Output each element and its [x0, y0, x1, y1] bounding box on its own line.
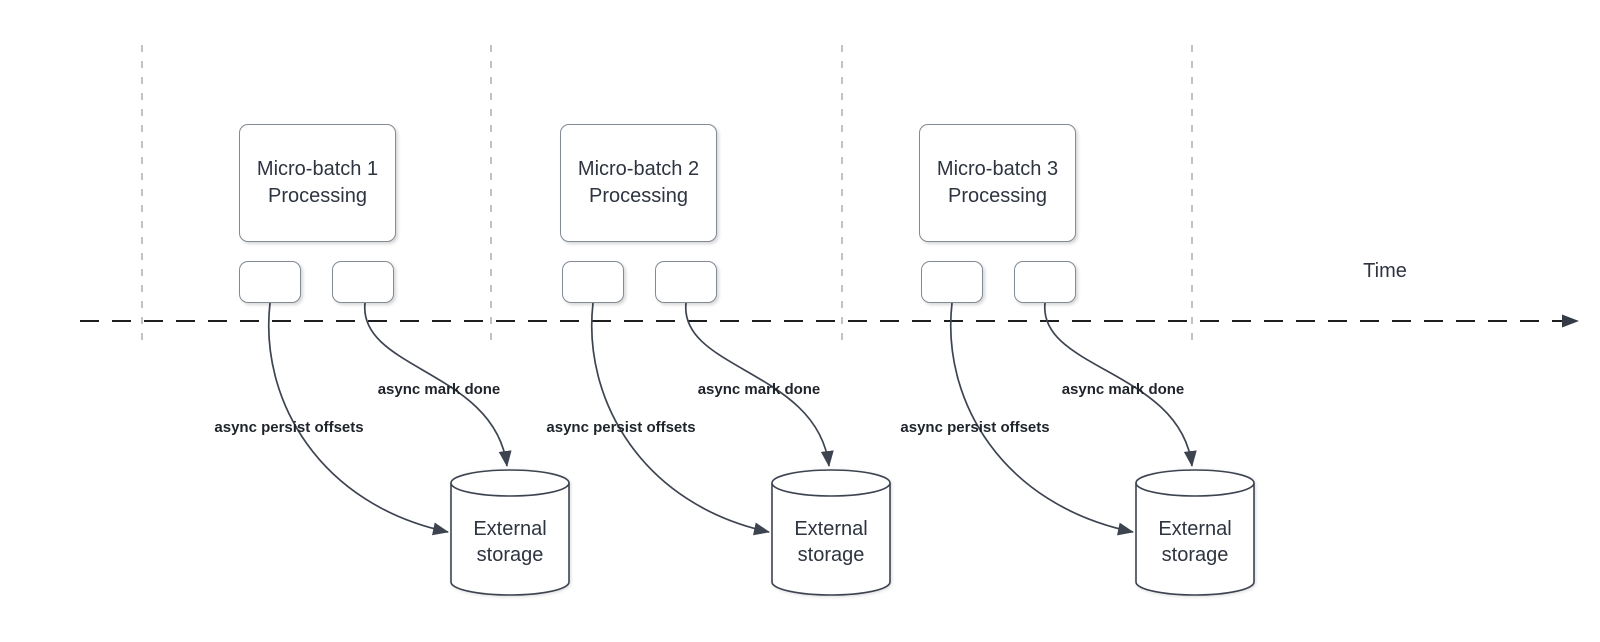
micro-batch-3-processing-box: Micro-batch 3 Processing: [919, 124, 1076, 242]
micro-batch-1-processing-box: Micro-batch 1 Processing: [239, 124, 396, 242]
cylinder-body: [450, 483, 570, 596]
micro-batch-2-done-task-box: [655, 261, 717, 303]
cylinder-top: [450, 469, 570, 497]
async-mark-done-label-2: async mark done: [697, 381, 821, 398]
async-persist-offsets-label-2: async persist offsets: [546, 419, 696, 436]
async-mark-done-label-3: async mark done: [1061, 381, 1185, 398]
processing-box-title-line1: Micro-batch 3: [936, 158, 1059, 180]
external-storage-cylinder-2: [771, 469, 891, 596]
external-storage-label-1: External storage: [473, 516, 546, 568]
cylinder-top: [1135, 469, 1255, 497]
micro-batch-3-persist-task-box: [921, 261, 983, 303]
processing-box-title-line1: Micro-batch 1: [256, 158, 379, 180]
cylinder-top: [771, 469, 891, 497]
async-mark-done-arrow-2: [685, 302, 834, 467]
processing-box-title-line1: Micro-batch 2: [577, 158, 700, 180]
async-persist-offsets-label-1: async persist offsets: [214, 419, 364, 436]
micro-batch-1-done-task-box: [332, 261, 394, 303]
micro-batch-2-persist-task-box: [562, 261, 624, 303]
external-storage-label-3: External storage: [1158, 516, 1231, 568]
processing-box-title-line2: Processing: [268, 185, 367, 207]
async-mark-done-arrow-1: [364, 302, 512, 467]
external-storage-cylinder-3: [1135, 469, 1255, 596]
storage-label-line1: External: [1158, 518, 1232, 540]
storage-label-line2: storage: [1161, 544, 1229, 566]
cylinder-body: [1135, 483, 1255, 596]
processing-box-title-line2: Processing: [948, 185, 1047, 207]
async-persist-offsets-label-3: async persist offsets: [900, 419, 1050, 436]
async-persist-offsets-arrow-2: [591, 302, 770, 536]
storage-label-line1: External: [794, 518, 868, 540]
time-axis-label: Time: [1363, 260, 1407, 282]
micro-batch-1-persist-task-box: [239, 261, 301, 303]
storage-label-line2: storage: [476, 544, 544, 566]
storage-label-line1: External: [473, 518, 547, 540]
external-storage-cylinder-1: [450, 469, 570, 596]
async-persist-offsets-arrow-3: [950, 302, 1134, 536]
async-mark-done-label-1: async mark done: [377, 381, 501, 398]
async-mark-done-arrow-3: [1044, 302, 1197, 467]
async-persist-offsets-arrow-1: [268, 302, 449, 536]
cylinder-body: [771, 483, 891, 596]
processing-box-title-line2: Processing: [589, 185, 688, 207]
micro-batch-2-processing-box: Micro-batch 2 Processing: [560, 124, 717, 242]
micro-batch-3-done-task-box: [1014, 261, 1076, 303]
external-storage-label-2: External storage: [794, 516, 867, 568]
storage-label-line2: storage: [797, 544, 865, 566]
